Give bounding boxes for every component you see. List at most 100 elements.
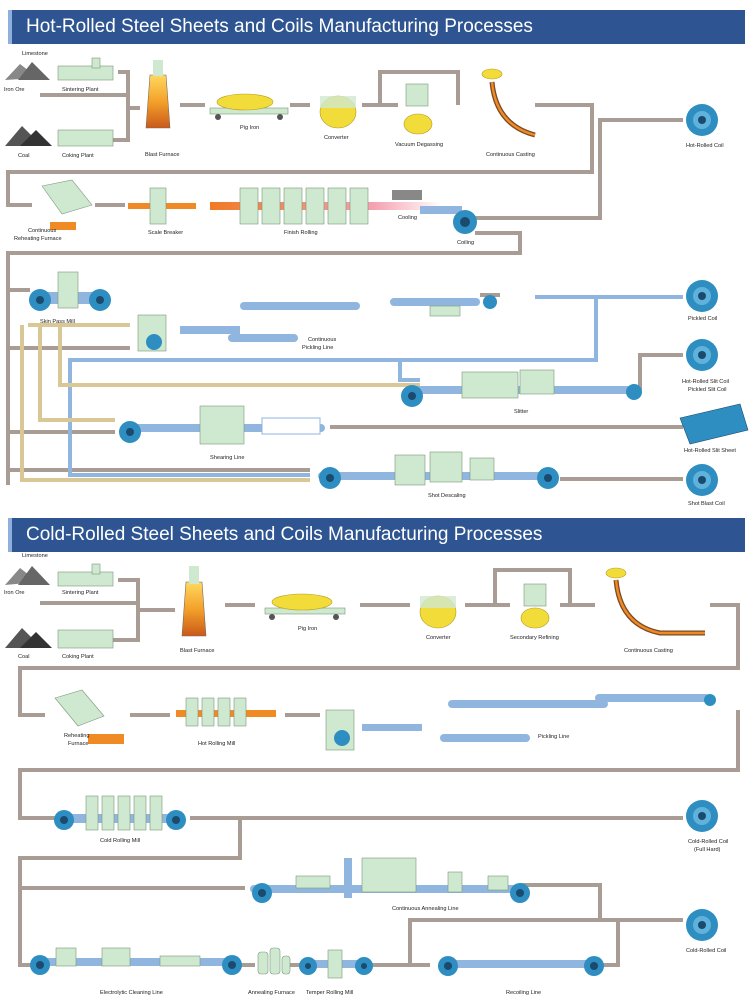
blast-furnace xyxy=(145,60,171,129)
label-pickling-line: Pickling Line xyxy=(538,734,569,740)
vacuum-degassing xyxy=(403,83,433,135)
flow-line xyxy=(520,883,683,922)
continuous-pickling-line xyxy=(137,295,497,352)
continuous-annealing-line xyxy=(250,857,530,903)
label-pig-iron: Pig Iron xyxy=(240,125,259,131)
hot-rolled-section-title: Hot-Rolled Steel Sheets and Coils Manufa… xyxy=(8,10,745,44)
label-blast-furnace: Blast Furnace xyxy=(145,152,180,158)
label-sintering-plant: Sintering Plant xyxy=(62,87,99,93)
label-reheating-furnace-2: Reheating Furnace xyxy=(14,236,62,242)
cold-sintering-plant xyxy=(57,563,114,587)
hot-pickled-lines xyxy=(68,295,683,477)
coiler xyxy=(420,206,477,234)
iron-ore-pile xyxy=(5,62,50,80)
cooling-rack xyxy=(392,190,422,200)
label-finish-rolling: Finish Rolling xyxy=(284,230,318,236)
temper-rolling-mill xyxy=(299,949,373,979)
label-cold-rolled-coil: Cold-Rolled Coil xyxy=(686,948,726,954)
label-coal: Coal xyxy=(18,153,30,159)
label-slit-sheet: Hot-Rolled Slit Sheet xyxy=(684,448,736,454)
label-reheating-furnace-2: Furnace xyxy=(68,741,89,747)
label-sintering-plant: Sintering Plant xyxy=(62,590,99,596)
cold-coal-pile xyxy=(5,628,52,648)
cold-coking-plant xyxy=(57,629,114,649)
label-coiling: Coiling xyxy=(457,240,474,246)
label-secondary-refining: Secondary Refining xyxy=(510,635,559,641)
label-pickling-line-2: Pickling Line xyxy=(302,345,333,351)
flow-line xyxy=(362,70,460,107)
label-continuous-annealing-line: Continuous Annealing Line xyxy=(392,906,459,912)
label-electrolytic-cleaning-line: Electrolytic Cleaning Line xyxy=(100,990,163,996)
label-pickled-coil: Pickled Coil xyxy=(688,316,717,322)
cold-blast-furnace xyxy=(181,566,207,637)
hot-rolled-coil xyxy=(686,104,718,136)
hot-rolled-slit-coil xyxy=(686,339,718,371)
cold-pickling-line xyxy=(325,694,716,751)
label-coking-plant: Coking Plant xyxy=(62,654,94,660)
label-converter: Converter xyxy=(426,635,451,641)
label-iron-ore: Iron Ore xyxy=(4,590,25,596)
flow-line xyxy=(18,603,740,717)
continuous-casting xyxy=(481,68,536,138)
cold-converter xyxy=(419,595,457,629)
label-iron-ore: Iron Ore xyxy=(4,87,25,93)
label-pickling-line-1: Continuous xyxy=(308,337,337,343)
label-coking-plant: Coking Plant xyxy=(62,153,94,159)
label-recoiling-line: Recoiling Line xyxy=(506,990,541,996)
sintering-plant xyxy=(57,57,114,81)
finish-rolling-mill xyxy=(210,187,442,225)
label-slitter: Slitter xyxy=(514,409,528,415)
shot-blast-coil xyxy=(686,464,718,496)
reheating-furnace xyxy=(41,179,93,230)
scale-breaker xyxy=(128,187,196,225)
shot-descaling-line xyxy=(318,451,559,489)
label-hot-rolled-coil: Hot-Rolled Coil xyxy=(686,143,724,149)
flow-line xyxy=(6,231,522,485)
coking-plant xyxy=(57,129,114,147)
converter xyxy=(319,95,357,129)
flow-line xyxy=(408,918,600,967)
flow-line xyxy=(638,353,683,390)
pig-iron-car xyxy=(209,93,289,120)
hot-flow-lines xyxy=(6,70,683,485)
label-continuous-casting: Continuous Casting xyxy=(486,152,535,158)
hot-rolling-mill xyxy=(176,697,276,727)
electrolytic-cleaning-line xyxy=(30,947,242,975)
flow-line xyxy=(18,710,740,820)
label-reheating-furnace-1: Reheating xyxy=(64,733,90,739)
cold-rolled-coil xyxy=(686,909,718,941)
coal-pile xyxy=(5,126,52,146)
label-temper-rolling-mill: Temper Rolling Mill xyxy=(306,990,353,996)
label-coal: Coal xyxy=(18,654,30,660)
label-scale-breaker: Scale Breaker xyxy=(148,230,183,236)
cold-rolled-coil-full-hard xyxy=(686,800,718,832)
label-cooling: Cooling xyxy=(398,215,417,221)
recoiling-line xyxy=(438,956,604,976)
hot-skinpass-lines xyxy=(20,323,420,482)
cold-rolled-section-title: Cold-Rolled Steel Sheets and Coils Manuf… xyxy=(8,518,745,552)
label-hot-rolling-mill: Hot Rolling Mill xyxy=(198,741,235,747)
flow-line xyxy=(465,568,572,607)
label-pig-iron: Pig Iron xyxy=(298,626,317,632)
flow-line xyxy=(18,818,242,967)
label-continuous-casting: Continuous Casting xyxy=(624,648,673,654)
label-limestone: Limestone xyxy=(22,553,48,559)
hot-rolled-slit-sheet xyxy=(679,403,749,445)
label-shot-descaling: Shot Descaling xyxy=(428,493,466,499)
label-cold-rolling-mill: Cold Rolling Mill xyxy=(100,838,140,844)
cold-iron-ore-pile xyxy=(5,566,50,585)
annealing-furnace xyxy=(257,947,291,975)
flow-line xyxy=(600,920,620,967)
label-vacuum-degassing: Vacuum Degassing xyxy=(395,142,443,148)
label-limestone: Limestone xyxy=(22,51,48,57)
cold-reheating-furnace xyxy=(54,689,124,744)
label-shot-blast-coil: Shot Blast Coil xyxy=(688,501,725,507)
cold-labels: Limestone Iron Ore Sintering Plant Coal … xyxy=(4,553,728,996)
label-slit-coil-2: Pickled Slit Coil xyxy=(688,387,727,393)
cold-rolling-mill xyxy=(54,795,186,831)
label-shearing-line: Shearing Line xyxy=(210,455,245,461)
skin-pass-mill xyxy=(29,271,111,311)
label-reheating-furnace-1: Continuous xyxy=(28,228,57,234)
label-full-hard-2: (Full Hard) xyxy=(694,847,721,853)
